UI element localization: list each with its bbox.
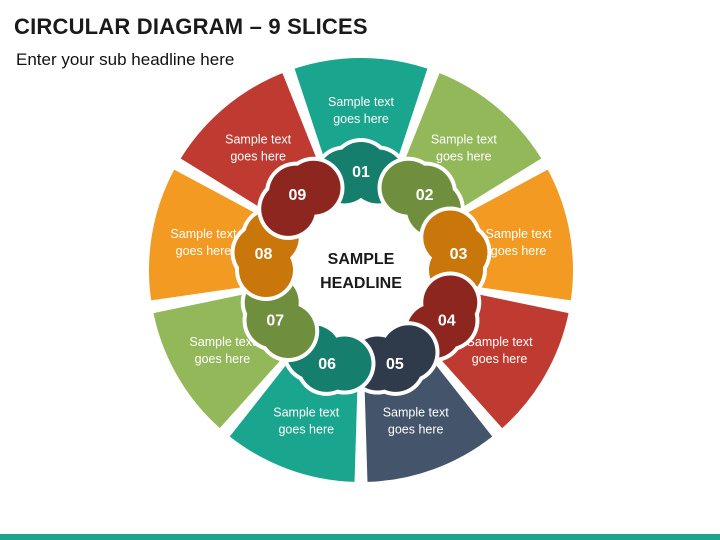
center-circle [295,204,427,336]
slice-01-text-line1: Sample text [328,95,395,109]
slice-06-text-line1: Sample text [273,405,340,419]
slice-03-text-line2: goes here [491,244,547,258]
slice-05-text-line1: Sample text [383,405,450,419]
number-tabs-layer: 01 02 03 04 05 06 07 08 09 [230,138,492,396]
slice-02-text-line2: goes here [436,149,492,163]
slice-04-text-line1: Sample text [467,335,534,349]
bottom-accent-bar [0,534,720,540]
slice-03-number: 03 [450,246,468,263]
page-title: CIRCULAR DIAGRAM – 9 SLICES [14,14,368,39]
slice-08-text-line2: goes here [176,244,232,258]
slice-01-number: 01 [352,164,370,181]
slice-07-text-line1: Sample text [189,335,256,349]
slice-05-text-line2: goes here [388,422,444,436]
slice-05-number: 05 [386,356,404,373]
slice-01-text-line2: goes here [333,112,389,126]
slice-09-number: 09 [288,187,306,204]
slice-01 [294,58,428,176]
number-tab-02: 02 [377,156,465,240]
slice-06-number: 06 [318,356,336,373]
slice-06-text-line2: goes here [278,422,334,436]
slice-09-text-line1: Sample text [225,132,292,146]
number-tab-09: 09 [257,156,345,240]
slice-04-number: 04 [438,313,456,330]
center-headline-line2: HEADLINE [320,275,402,292]
page-subtitle: Enter your sub headline here [16,50,235,69]
slice-07-text-line2: goes here [195,352,251,366]
slice-02-text-line1: Sample text [431,132,498,146]
center-headline-line1: SAMPLE [328,251,395,268]
slice-02-number: 02 [416,187,434,204]
slice-07-number: 07 [266,313,284,330]
slice-03-text-line1: Sample text [486,227,553,241]
slice-08-text-line1: Sample text [170,227,237,241]
slice-04-text-line2: goes here [472,352,528,366]
slice-09-text-line2: goes here [230,149,286,163]
slice-08-number: 08 [255,246,273,263]
number-tab-03: 03 [419,206,492,301]
